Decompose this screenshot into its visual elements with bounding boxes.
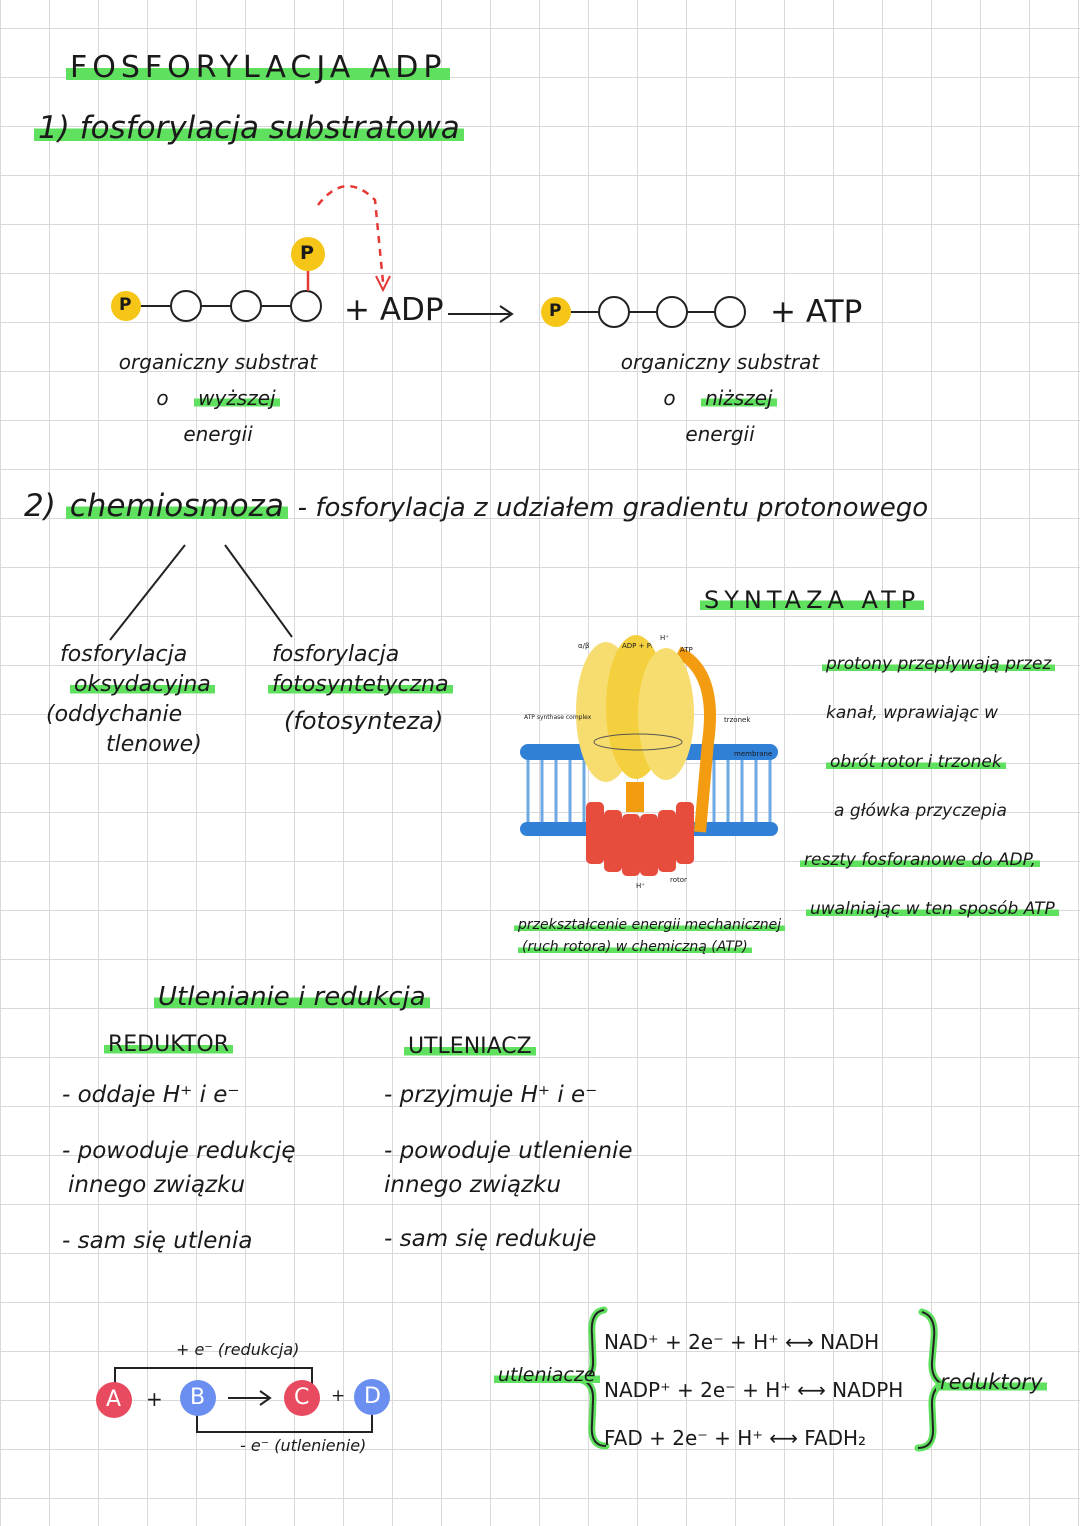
phosphate-circle-top bbox=[291, 237, 325, 271]
redox-heading: Utlenianie i redukcja bbox=[154, 982, 430, 1012]
fig-label-h: H⁺ bbox=[660, 634, 669, 642]
page-title: FOSFORYLACJA ADP bbox=[66, 50, 451, 85]
plus-atp: + ATP bbox=[770, 294, 863, 330]
species-a: A bbox=[106, 1387, 122, 1412]
atp-synthase-title: SYNTAZA ATP bbox=[700, 586, 925, 614]
equation-nadp: NADP⁺ + 2e⁻ + H⁺ ⟷ NADPH bbox=[604, 1378, 904, 1402]
oxidant-title: UTLENIACZ bbox=[404, 1034, 536, 1059]
plus-ab: + bbox=[146, 1387, 163, 1411]
species-b: B bbox=[190, 1385, 206, 1410]
fig-label-membrane: membrane bbox=[734, 750, 773, 758]
equation-fad: FAD + 2e⁻ + H⁺ ⟷ FADH₂ bbox=[604, 1426, 867, 1450]
oxidant-list: - przyjmuje H⁺ i e⁻ - powoduje utlenieni… bbox=[384, 1082, 633, 1252]
fig-label-ab: α/β bbox=[578, 642, 590, 650]
right-substrate-label: organiczny substrat o niższej energii bbox=[620, 350, 820, 446]
fig-label-h-bottom: H⁺ bbox=[636, 882, 645, 890]
atp-synthase-caption: przekształcenie energii mechanicznej (ru… bbox=[514, 914, 786, 958]
oxidation-label: - e⁻ (utlenienie) bbox=[240, 1436, 367, 1455]
section1-heading: 1) fosforylacja substratowa bbox=[34, 110, 464, 146]
fig-label-complex: ATP synthase complex bbox=[524, 714, 592, 721]
plus-cd: + bbox=[331, 1386, 346, 1406]
section2-heading: 2) chemiosmoza - fosforylacja z udziałem… bbox=[24, 488, 929, 524]
fig-label-adp: ADP + Pᵢ bbox=[622, 642, 653, 650]
transfer-arrow bbox=[317, 184, 385, 283]
species-c: C bbox=[294, 1385, 310, 1410]
fig-label-stalk: trzonek bbox=[724, 716, 751, 724]
branch-oxidative: fosforylacja oksydacyjna (oddychanie tle… bbox=[46, 640, 215, 760]
equation-nad: NAD⁺ + 2e⁻ + H⁺ ⟷ NADH bbox=[604, 1330, 880, 1354]
fig-label-rotor: rotor bbox=[670, 876, 687, 884]
species-d: D bbox=[364, 1384, 381, 1409]
substrate-chain-left bbox=[111, 184, 391, 322]
substrate-chain-right bbox=[541, 296, 746, 328]
reductor-list: - oddaje H⁺ i e⁻ - powoduje redukcję inn… bbox=[62, 1082, 296, 1254]
phosphate-label-right: P bbox=[549, 301, 562, 321]
left-substrate-label: organiczny substrat o wyższej energii bbox=[118, 350, 318, 446]
reductor-title: REDUKTOR bbox=[104, 1032, 233, 1057]
reductants-label: reduktory bbox=[936, 1370, 1047, 1394]
reduction-label: + e⁻ (redukcja) bbox=[176, 1340, 300, 1359]
redox-equations: NAD⁺ + 2e⁻ + H⁺ ⟷ NADH NADP⁺ + 2e⁻ + H⁺ … bbox=[604, 1318, 903, 1462]
phosphate-label-top: P bbox=[300, 242, 314, 264]
branch-photosynthetic: fosforylacja fotosyntetyczna (fotosyntez… bbox=[268, 640, 453, 736]
atp-synthase-figure: α/β ADP + Pᵢ H⁺ ATP ATP synthase complex… bbox=[518, 632, 780, 894]
phosphate-label: P bbox=[119, 295, 132, 315]
fig-label-atp: ATP bbox=[680, 646, 693, 654]
atp-synthase-description: protony przepływają przez kanał, wprawia… bbox=[800, 640, 1059, 934]
phosphate-circle bbox=[111, 291, 141, 321]
oxidants-label: utleniacze bbox=[494, 1364, 600, 1386]
plus-adp: + ADP bbox=[344, 292, 444, 328]
